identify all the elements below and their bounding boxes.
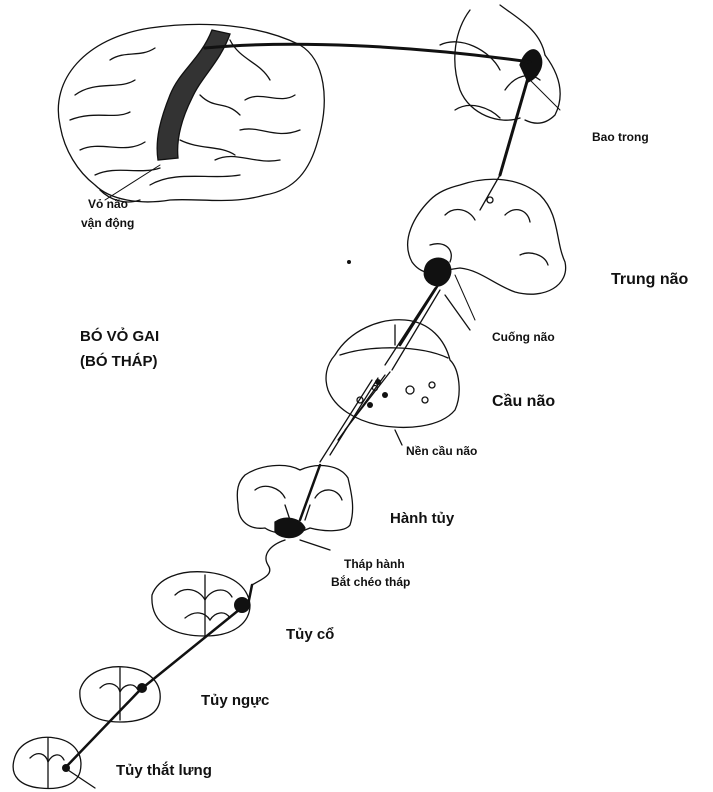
cervical-cord-label: Tủy cổ xyxy=(286,626,334,643)
cortex-label-line2: vận động xyxy=(81,216,134,230)
thoracic-cord-label: Tủy ngực xyxy=(201,692,269,709)
cervical-synapse-dot xyxy=(234,597,250,613)
pons-fiber-dot-2 xyxy=(382,392,388,398)
cerebral-peduncle-label: Cuống não xyxy=(492,330,555,344)
brain-hemisphere-drawing xyxy=(58,24,324,202)
pyramidal-decussation-label: Bắt chéo tháp xyxy=(331,575,410,589)
corticospinal-tract-fibers xyxy=(65,44,530,788)
pons-fiber-dot-1 xyxy=(367,402,373,408)
tract-title-line2: (BÓ THÁP) xyxy=(80,353,158,370)
basilar-pons-label: Nền cầu não xyxy=(406,444,477,458)
pons-section-drawing xyxy=(326,320,459,428)
thoracic-cord-section-drawing xyxy=(80,667,160,722)
cortex-label-line1: Vỏ não xyxy=(88,197,128,211)
medullary-pyramid-label: Tháp hành xyxy=(344,557,405,571)
pons-label: Cầu não xyxy=(492,393,555,411)
stray-dot xyxy=(347,260,351,264)
medulla-label: Hành tủy xyxy=(390,510,454,527)
internal-capsule-fiber-bundle xyxy=(520,50,542,82)
cerebral-peduncle-node xyxy=(424,258,451,286)
motor-cortex-strip xyxy=(157,30,230,160)
internal-capsule-label: Bao trong xyxy=(592,130,649,144)
pons-fiber-dot-3 xyxy=(375,379,381,385)
midbrain-label: Trung não xyxy=(611,271,688,289)
lumbar-synapse-dot xyxy=(62,764,70,772)
thoracic-synapse-dot xyxy=(137,683,147,693)
tract-title-line1: BÓ VỎ GAI xyxy=(80,328,159,345)
lumbar-cord-label: Tủy thắt lưng xyxy=(116,762,212,779)
